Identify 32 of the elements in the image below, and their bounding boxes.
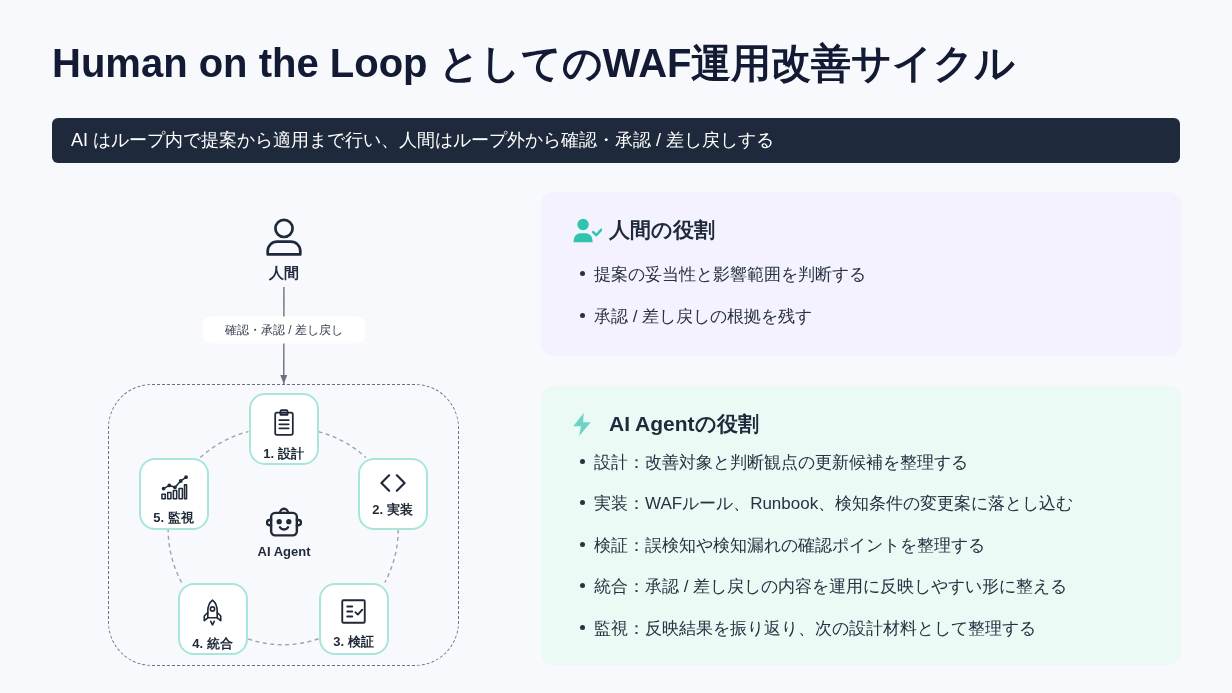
bullet-item: 統合：承認 / 差し戻しの内容を運用に反映しやすい形に整える [580,575,1068,600]
dashed-connector [317,431,367,459]
dashed-connector [384,528,399,584]
bullet-item: 設計：改善対象と判断観点の更新候補を整理する [580,450,968,475]
step-label: 1. 設計 [263,444,304,463]
step-card [138,457,209,530]
step-card [357,457,428,530]
info-panel [541,386,1181,665]
bullet-item: 検証：誤検知や検知漏れの確認ポイントを整理する [580,533,985,558]
loop-boundary [108,384,459,666]
dashed-connector [246,638,320,646]
bullet-item: 承認 / 差し戻しの根拠を残す [580,305,813,329]
agent-label: AI Agent [257,543,311,561]
step-card [177,582,248,655]
step-card [248,392,319,465]
summary-banner: AI はループ内で提案から適用まで行い、人間はループ外から確認・承認 / 差し戻しする [52,118,1180,163]
step-label: 3. 検証 [333,632,374,651]
step-label: 4. 統合 [192,634,233,653]
step-card [318,582,389,655]
title: Human on the Loop としてのWAF運用改善サイクル [52,40,1016,87]
dashed-connector [199,430,250,459]
bullet-item: 実装：WAFルール、Runbook、検知条件の変更案に落とし込む [580,492,1074,517]
bullet-item: 監視：反映結果を振り返り、次の設計材料として整理する [580,616,1036,641]
bullet-item: 提案の妥当性と影響範囲を判断する [580,263,866,287]
step-label: 2. 実装 [372,500,413,519]
info-panel [541,192,1181,356]
dashed-connector [167,528,183,584]
step-label: 5. 監視 [153,508,194,527]
actor-label: 人間 [269,263,299,283]
panel-heading: 人間の役割 [609,217,715,243]
panel-heading: AI Agentの役割 [609,411,759,437]
edge-label: 確認・承認 / 差し戻し [202,316,365,343]
